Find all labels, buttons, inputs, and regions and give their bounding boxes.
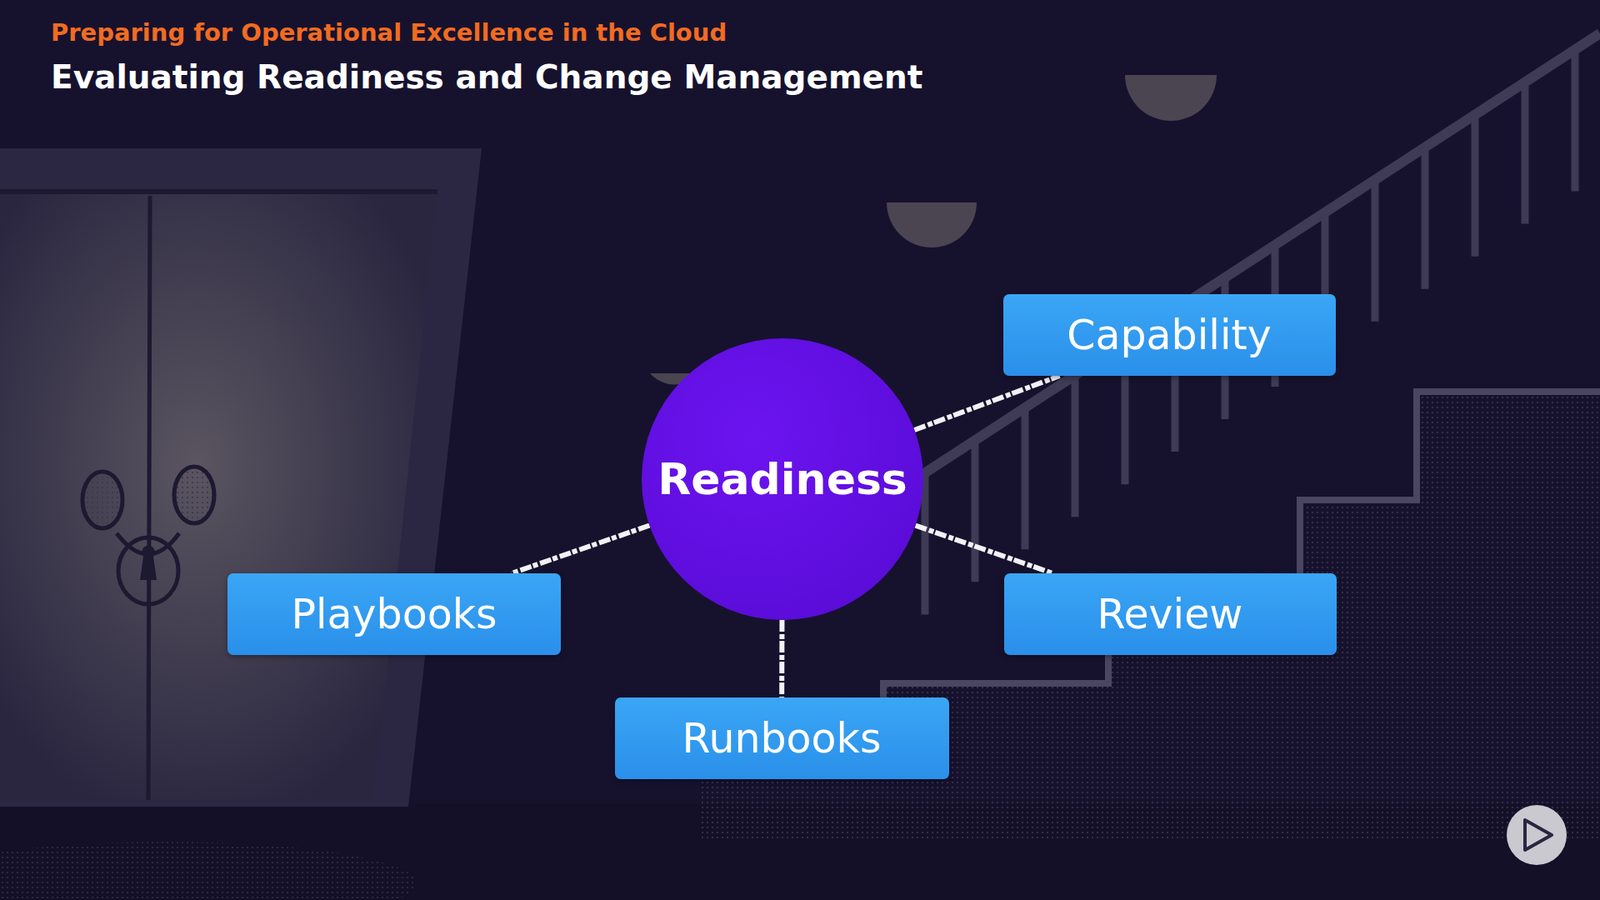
connector-line	[914, 375, 1060, 430]
baluster	[1571, 50, 1580, 192]
rug	[0, 841, 417, 900]
node-label: Runbooks	[682, 715, 882, 763]
node-label: Readiness	[657, 454, 908, 505]
hub-circle: Readiness	[641, 338, 924, 620]
node-label: Playbooks	[290, 590, 497, 639]
slide-title: Evaluating Readiness and Change Manageme…	[50, 58, 923, 96]
node-label: Capability	[1066, 311, 1272, 360]
baluster	[1371, 180, 1380, 322]
baluster	[1471, 115, 1480, 257]
connector-line	[779, 620, 785, 698]
baluster	[971, 440, 980, 582]
node-label: Review	[1097, 590, 1244, 639]
topic-box: Capability	[1003, 294, 1336, 376]
topic-box: Playbooks	[227, 573, 561, 655]
course-heading: Preparing for Operational Excellence in …	[50, 18, 727, 47]
topic-box: Review	[1004, 573, 1337, 655]
baluster	[1421, 147, 1430, 290]
door-illustration	[0, 148, 482, 807]
connector-line	[915, 525, 1054, 574]
connector-line	[511, 525, 650, 574]
play-button-icon	[1506, 805, 1567, 865]
baluster	[1521, 82, 1530, 225]
topic-box: Runbooks	[615, 697, 950, 780]
baluster	[1021, 407, 1030, 550]
baluster	[1071, 375, 1080, 517]
